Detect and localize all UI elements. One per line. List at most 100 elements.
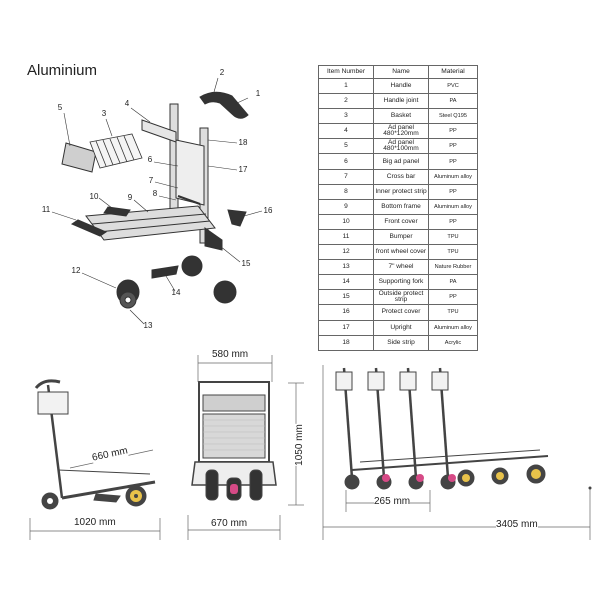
- stack-front-wheels: [382, 464, 546, 487]
- callout-1: 1: [255, 89, 261, 98]
- stack-unit-3: [399, 367, 424, 490]
- callout-9: 9: [127, 193, 133, 202]
- callout-18: 18: [238, 138, 248, 147]
- item-number: 9: [318, 198, 374, 215]
- item-name: Basket: [373, 108, 429, 125]
- item-number: 12: [318, 244, 374, 261]
- item-number: 1: [318, 77, 374, 95]
- item-number: 18: [318, 334, 374, 351]
- item-number: 13: [318, 259, 374, 276]
- item-material: Aluminum alloy: [428, 198, 478, 215]
- item-name: Front cover: [373, 213, 429, 230]
- item-name: Handle joint: [373, 93, 429, 110]
- callout-3: 3: [101, 109, 107, 118]
- callout-11: 11: [41, 205, 51, 214]
- callout-4: 4: [124, 99, 130, 108]
- callout-14: 14: [171, 288, 181, 297]
- callout-15: 15: [241, 259, 251, 268]
- item-number: 7: [318, 168, 374, 185]
- item-material: PP: [428, 138, 478, 155]
- item-material: PP: [428, 213, 478, 230]
- item-name: Handle: [373, 77, 429, 95]
- item-material: Steel Q195: [428, 108, 478, 125]
- parts-table-header: Item Number Name Material: [318, 65, 478, 79]
- callout-17: 17: [238, 165, 248, 174]
- item-number: 14: [318, 274, 374, 291]
- item-material: Acrylic: [428, 334, 478, 351]
- item-material: PP: [428, 153, 478, 170]
- item-name: Upright: [373, 319, 429, 336]
- item-number: 6: [318, 153, 374, 170]
- item-material: PA: [428, 274, 478, 291]
- dimension-stack-length: 3405 mm: [496, 519, 538, 530]
- item-name: Cross bar: [373, 168, 429, 185]
- item-material: PP: [428, 123, 478, 140]
- dimension-side-length: 1020 mm: [74, 517, 116, 528]
- exploded-view: [51, 77, 263, 325]
- item-number: 17: [318, 319, 374, 336]
- item-material: PP: [428, 183, 478, 200]
- item-number: 15: [318, 289, 374, 306]
- callout-13: 13: [143, 321, 153, 330]
- front-view: [187, 355, 304, 540]
- item-name: Ad panel 480*120mm: [373, 123, 429, 140]
- item-material: PA: [428, 93, 478, 110]
- item-name: Supporting fork: [373, 274, 429, 291]
- item-number: 8: [318, 183, 374, 200]
- stack-unit-4: [431, 367, 456, 490]
- item-name: Ad panel 480*100mm: [373, 138, 429, 155]
- item-material: Aluminum alloy: [428, 168, 478, 185]
- header-name: Name: [373, 65, 429, 79]
- callout-10: 10: [89, 192, 99, 201]
- item-name: Big ad panel: [373, 153, 429, 170]
- item-material: Nature Rubber: [428, 259, 478, 276]
- item-name: Protect cover: [373, 304, 429, 321]
- item-number: 11: [318, 228, 374, 246]
- stacked-view: [322, 365, 592, 540]
- header-item-number: Item Number: [318, 65, 374, 79]
- dimension-front-height: 1050 mm: [293, 424, 305, 466]
- item-name: Bumper: [373, 228, 429, 246]
- header-material: Material: [428, 65, 478, 79]
- callout-2: 2: [219, 68, 225, 77]
- item-material: PP: [428, 289, 478, 306]
- item-name: front wheel cover: [373, 244, 429, 261]
- item-name: Side strip: [373, 334, 429, 351]
- callout-5: 5: [57, 103, 63, 112]
- item-name: Outside protect strip: [373, 289, 429, 306]
- dimension-front-top-width: 580 mm: [212, 349, 249, 360]
- item-name: 7" wheel: [373, 259, 429, 276]
- item-material: TPU: [428, 228, 478, 246]
- callout-8: 8: [152, 189, 158, 198]
- item-name: Bottom frame: [373, 198, 429, 215]
- callout-7: 7: [148, 176, 154, 185]
- item-material: TPU: [428, 244, 478, 261]
- drawing-title: Aluminium: [27, 62, 98, 79]
- item-name: Inner protect strip: [373, 183, 429, 200]
- stack-unit-1: [335, 367, 360, 490]
- callout-6: 6: [147, 155, 153, 164]
- item-number: 3: [318, 108, 374, 125]
- item-material: PVC: [428, 77, 478, 95]
- dimension-front-bottom-width: 670 mm: [211, 518, 248, 529]
- callout-16: 16: [263, 206, 273, 215]
- item-number: 2: [318, 93, 374, 110]
- item-number: 10: [318, 213, 374, 230]
